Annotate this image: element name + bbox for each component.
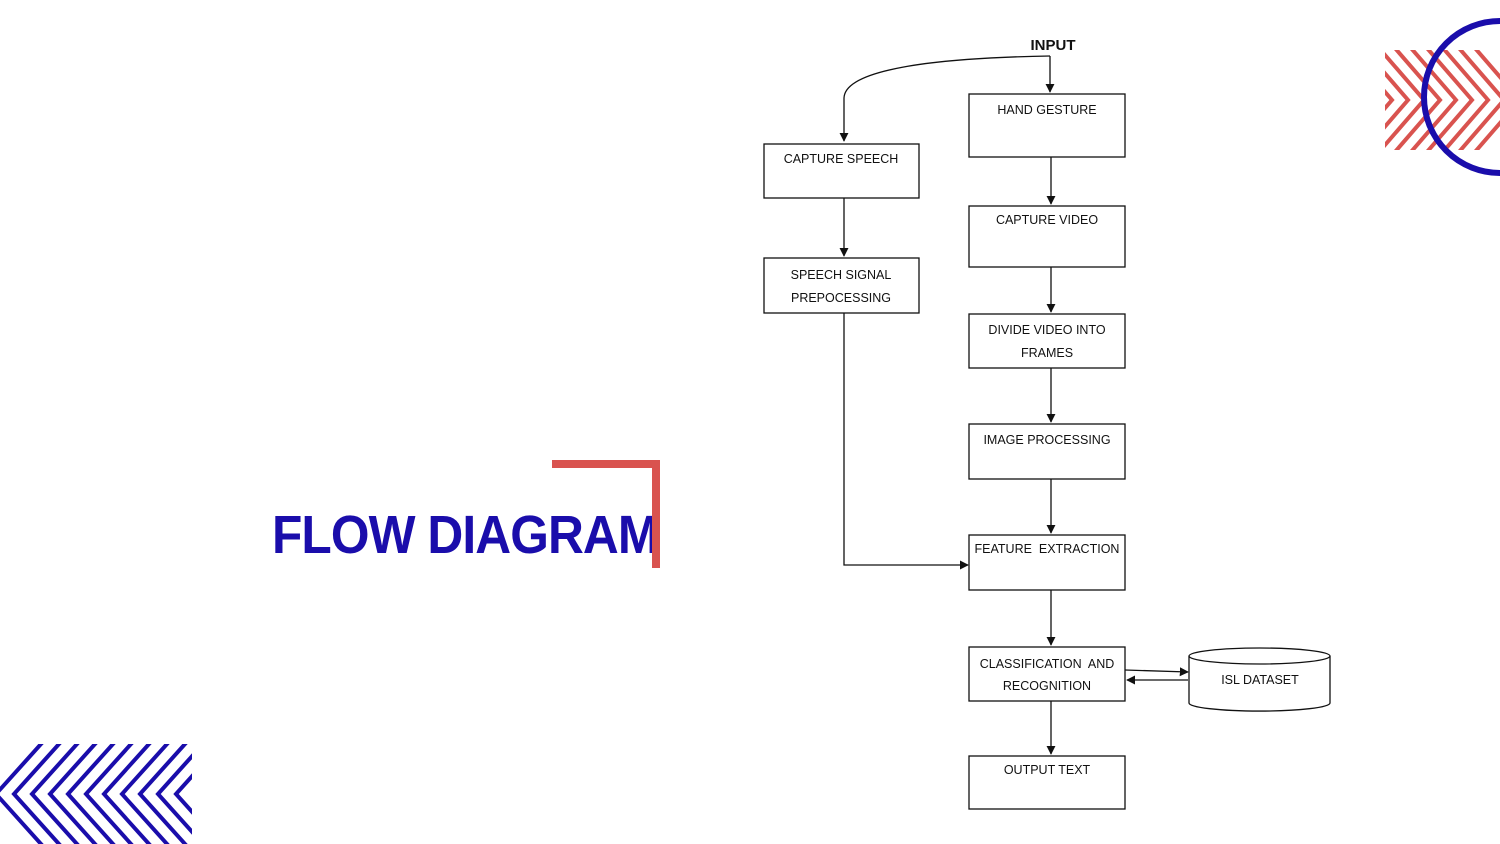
isl-dataset-cylinder: [1188, 647, 1331, 712]
speech-signal-label-line1: SPEECH SIGNAL: [791, 268, 892, 282]
top-right-chevron-circle-decoration: [1385, 18, 1500, 176]
divide-video-label-line2: FRAMES: [1021, 346, 1073, 360]
classification-box: [968, 646, 1126, 702]
image-processing-label: IMAGE PROCESSING: [983, 433, 1110, 447]
feature-extraction-box: [968, 534, 1126, 591]
image-processing-box: [968, 423, 1126, 480]
hand-gesture-box: [968, 93, 1126, 158]
input-label: INPUT: [1031, 37, 1076, 54]
feature-extraction-label: FEATURE EXTRACTION: [975, 542, 1120, 556]
capture-speech-box: [763, 143, 920, 199]
title-corner-bracket: [552, 460, 660, 568]
speech-signal-box: [763, 257, 920, 314]
bottom-left-chevron-decoration: [0, 744, 192, 844]
arrow-classification-to-dataset: [1124, 667, 1189, 677]
isl-dataset-label: ISL DATASET: [1221, 673, 1299, 687]
hand-gesture-label: HAND GESTURE: [997, 103, 1096, 117]
classification-label-line2: RECOGNITION: [1003, 679, 1091, 693]
output-text-box: [968, 755, 1126, 810]
output-text-label: OUTPUT TEXT: [1004, 763, 1091, 777]
divide-video-box: [968, 313, 1126, 369]
page-title: FLOW DIAGRAM: [272, 505, 659, 565]
capture-video-box: [968, 205, 1126, 268]
capture-video-label: CAPTURE VIDEO: [996, 213, 1098, 227]
arrow-input-to-capture-speech: [839, 55, 1051, 142]
speech-signal-label-line2: PREPOCESSING: [791, 291, 891, 305]
capture-speech-label: CAPTURE SPEECH: [784, 152, 899, 166]
arrow-speech-signal-to-feature-extraction: [843, 313, 969, 570]
classification-label-line1: CLASSIFICATION AND: [980, 657, 1115, 671]
divide-video-label-line1: DIVIDE VIDEO INTO: [988, 323, 1105, 337]
